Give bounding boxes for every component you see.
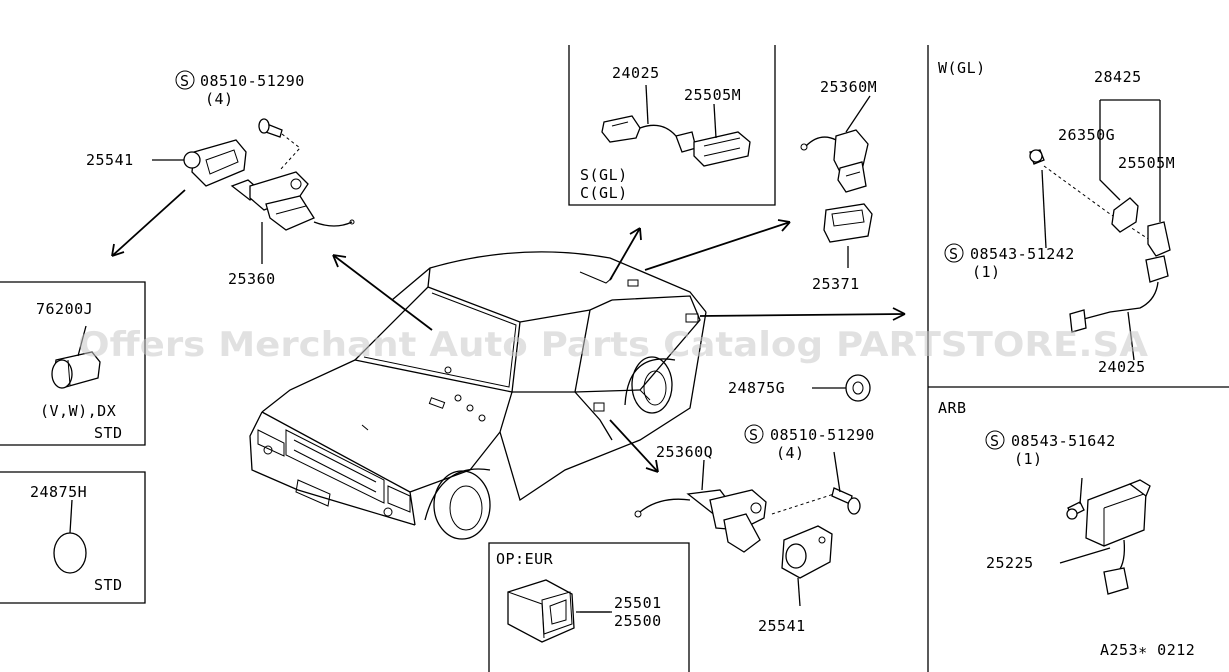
label-op-eur-part-a: 25501 <box>614 594 662 612</box>
label-switch-25360q: 25360Q <box>656 443 713 461</box>
label-grommet-24875g: 24875G <box>728 379 785 397</box>
label-76200j-variant: (V,W),DX <box>40 402 116 420</box>
bolt-symbol-top-left: S <box>180 72 190 90</box>
bolt-symbol-bottom: S <box>749 426 759 444</box>
label-top-left-bolt-qty: (4) <box>205 90 234 108</box>
label-switch-25360m: 25360M <box>820 78 877 96</box>
door-switch-assembly-bottom <box>634 451 861 607</box>
label-part-24875h: 24875H <box>30 483 87 501</box>
op-eur-switch <box>507 579 610 643</box>
figure-id: A253∗ 0212 <box>1100 641 1195 659</box>
inset-frames <box>0 45 1229 672</box>
label-arb-title: ARB <box>938 399 967 417</box>
cap-76200j-and-plug-24875h <box>51 325 101 574</box>
label-24875h-std: STD <box>94 576 123 594</box>
label-op-eur-title: OP:EUR <box>496 550 554 568</box>
label-variant-s: S(GL) <box>580 166 628 184</box>
label-w-gl-bolt-number: 08543-51242 <box>970 245 1075 263</box>
door-switch-assembly-top-left <box>183 118 355 231</box>
label-w-gl-part-a: 28425 <box>1094 68 1142 86</box>
arb-unit <box>1059 477 1151 595</box>
label-variant-c: C(GL) <box>580 184 628 202</box>
label-arb-bolt-number: 08543-51642 <box>1011 432 1116 450</box>
bolt-symbol-w-gl: S <box>949 245 959 263</box>
label-holder-25371: 25371 <box>812 275 860 293</box>
leader-lines <box>152 84 871 613</box>
label-switch-cover-bottom: 25541 <box>758 617 806 635</box>
label-w-gl-title: W(GL) <box>938 59 986 77</box>
label-w-gl-harness: 24025 <box>1098 358 1146 376</box>
label-arb-unit: 25225 <box>986 554 1034 572</box>
label-switch-cover-top: 25541 <box>86 151 134 169</box>
label-w-gl-part-b: 26350G <box>1058 126 1115 144</box>
label-arb-bolt-qty: (1) <box>1014 450 1043 468</box>
labels: S 08510-51290 (4) 25541 25360 24025 2550… <box>30 59 1195 659</box>
label-op-eur-part-b: 25500 <box>614 612 662 630</box>
bolt-symbol-arb: S <box>990 432 1000 450</box>
label-bottom-bolt-number: 08510-51290 <box>770 426 875 444</box>
pointer-arrows <box>111 189 906 473</box>
grommet-24875g <box>812 374 871 402</box>
switch-25360m-and-holder-25371 <box>800 129 873 243</box>
label-bottom-bolt-qty: (4) <box>776 444 805 462</box>
label-part-76200j: 76200J <box>36 300 93 318</box>
label-switch-s-c: 25505M <box>684 86 741 104</box>
w-gl-switch-assembly <box>1029 99 1171 361</box>
label-w-gl-part-c: 25505M <box>1118 154 1175 172</box>
watermark-text: Offers Merchant Auto Parts Catalog PARTS… <box>78 325 1149 365</box>
label-w-gl-bolt-qty: (1) <box>972 263 1001 281</box>
car-illustration <box>249 251 707 540</box>
label-top-left-bolt-number: 08510-51290 <box>200 72 305 90</box>
harness-switch-assembly-s-c <box>601 115 751 167</box>
label-76200j-std: STD <box>94 424 123 442</box>
label-harness-s-c: 24025 <box>612 64 660 82</box>
label-switch-top-left: 25360 <box>228 270 276 288</box>
